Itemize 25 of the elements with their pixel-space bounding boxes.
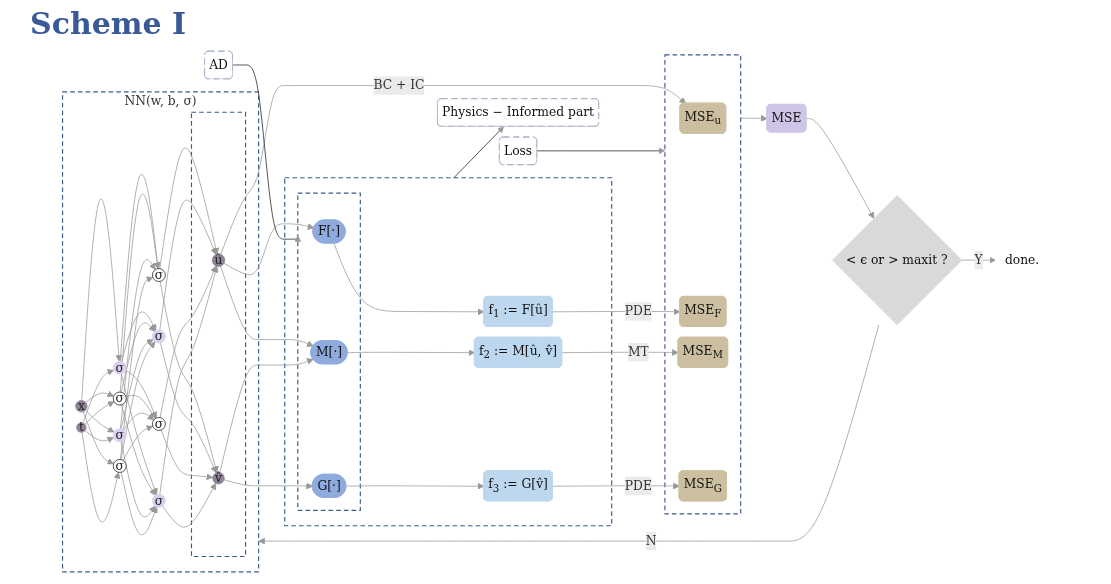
edge-label: N (645, 533, 657, 549)
node-circle: σ (112, 459, 127, 473)
node-circle: t (76, 422, 87, 433)
node-circle: σ (112, 428, 127, 443)
node-circle: û (211, 253, 226, 267)
cluster (284, 177, 613, 527)
node-circle: σ (112, 360, 127, 375)
node-circle: x (75, 400, 88, 413)
node-circle: σ (112, 391, 127, 406)
edge-label: Y (974, 252, 983, 268)
edge-label: PDE (624, 478, 652, 493)
edge-label: PDE (624, 303, 652, 319)
node-circle: σ (152, 417, 166, 431)
cluster (190, 111, 247, 558)
node-diamond: < ϵ or > maxit ? (832, 195, 963, 326)
edge-label: MT (627, 344, 649, 360)
node-circle: σ (152, 329, 166, 344)
node-circle: σ (152, 493, 166, 508)
edge-label: BC + IC (373, 77, 425, 93)
node-circle: σ (152, 268, 166, 282)
cluster (297, 192, 361, 511)
node-circle: v̂ (212, 472, 225, 485)
cluster (664, 54, 742, 515)
node-text: done. (1004, 252, 1040, 268)
diagram-title: Scheme I (30, 6, 187, 41)
